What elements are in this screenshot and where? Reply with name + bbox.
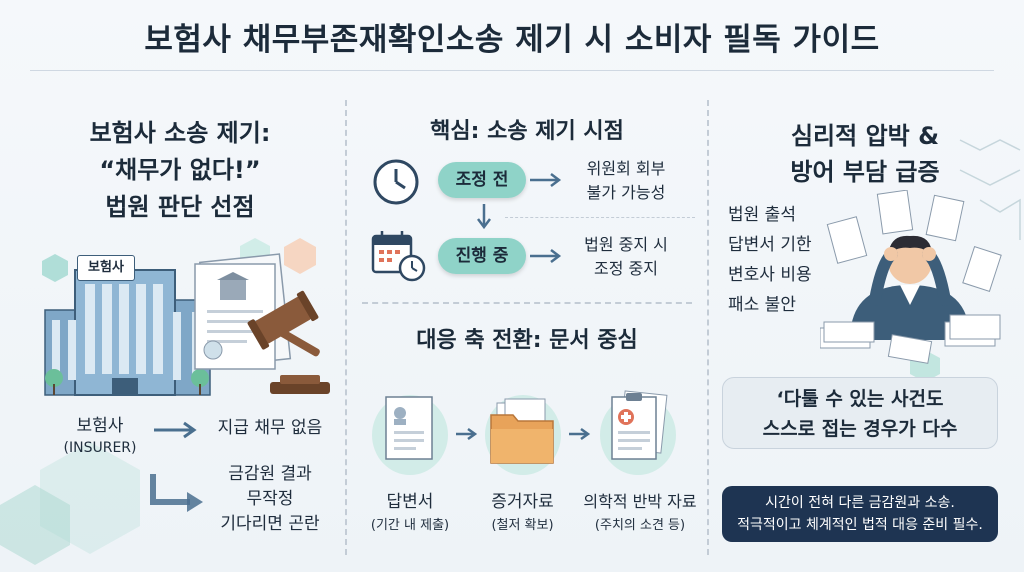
clock-icon [373, 159, 419, 205]
doc-medical-sub: (주치의 소견 등) [594, 518, 686, 533]
calendar-clock-icon [371, 231, 426, 282]
doc-evidence-name: 증거자료 [491, 492, 554, 512]
advice-line-1: 시간이 전혀 다른 금감원과 소송. [765, 495, 955, 511]
right-heading: 심리적 압박 & 방어 부담 급증 [715, 118, 1015, 190]
quote-line-1: ‘다툴 수 있는 사건도 [776, 388, 944, 410]
warning-line-3: 기다리면 곤란 [220, 514, 320, 534]
title-divider [30, 70, 994, 71]
doc-answer-sub: (기간 내 제출) [370, 518, 450, 533]
doc-medical-name: 의학적 반박 자료 [583, 492, 697, 511]
doc-answer-name: 답변서 [386, 492, 434, 512]
column-divider-left [345, 100, 347, 555]
insurer-label: 보험사 [76, 416, 124, 436]
arrow-right-icon [530, 249, 562, 263]
bent-arrow-icon [150, 474, 203, 512]
building-sign: 보험사 [77, 255, 135, 281]
left-heading-line-2: “채무가 없다!” [99, 156, 261, 184]
docs-heading: 대응 축 전환: 문서 중심 [416, 328, 638, 353]
left-heading-line-3: 법원 판단 선점 [105, 193, 255, 221]
pressure-item: 법원 출석 [728, 205, 796, 225]
pressure-item: 변호사 비용 [728, 265, 812, 285]
lawsuit-document-gavel-icon [194, 253, 330, 394]
arrow-right-icon [154, 421, 197, 439]
before-result-line-2: 불가 가능성 [586, 183, 666, 202]
stressed-person-icon [820, 190, 1002, 364]
doc-evidence-sub: (철저 확보) [491, 518, 554, 533]
arrow-right-icon [456, 427, 478, 441]
medical-document-icon [600, 390, 676, 475]
advice-box: 시간이 전혀 다른 금감원과 소송. 적극적이고 체계적인 법적 대응 준비 필… [722, 486, 998, 542]
answer-document-icon [372, 395, 448, 475]
no-debt-label: 지급 채무 없음 [217, 418, 323, 438]
arrow-right-icon [530, 173, 562, 187]
before-mediation-pill: 조정 전 [438, 162, 526, 198]
warning-line-2: 무작정 [246, 489, 294, 509]
before-result: 위원회 회부 불가 가능성 [566, 157, 686, 205]
page-title: 보험사 채무부존재확인소송 제기 시 소비자 필독 가이드 [144, 22, 880, 58]
pressure-list: 법원 출석 답변서 기한 변호사 비용 패소 불안 [728, 200, 848, 320]
evidence-folder-icon [485, 395, 561, 475]
right-heading-line-2: 방어 부담 급증 [790, 158, 940, 186]
arrow-down-icon [477, 204, 491, 230]
arrow-right-icon [569, 427, 591, 441]
pressure-item: 답변서 기한 [728, 235, 812, 255]
before-result-line-1: 위원회 회부 [586, 159, 666, 178]
quote-line-2: 스스로 접는 경우가 다수 [762, 418, 958, 440]
pressure-item: 패소 불안 [728, 295, 796, 315]
quote-box: ‘다툴 수 있는 사건도 스스로 접는 경우가 다수 [722, 377, 998, 449]
right-heading-line-1: 심리적 압박 & [790, 122, 940, 150]
during-result-line-2: 조정 중지 [594, 259, 658, 278]
warning-line-1: 금감원 결과 [228, 464, 312, 484]
during-result: 법원 중지 시 조정 중지 [566, 233, 686, 281]
timing-divider [505, 217, 695, 218]
column-divider-right [707, 100, 709, 555]
middle-section-divider [362, 302, 692, 304]
warning-text: 금감원 결과 무작정 기다리면 곤란 [200, 462, 340, 537]
left-heading: 보험사 소송 제기: “채무가 없다!” 법원 판단 선점 [30, 115, 330, 226]
during-mediation-pill: 진행 중 [438, 238, 526, 274]
advice-line-2: 적극적이고 체계적인 법적 대응 준비 필수. [737, 517, 983, 533]
insurer-building-icon [44, 269, 211, 396]
left-heading-line-1: 보험사 소송 제기: [89, 119, 271, 147]
insurer-en-label: (INSURER) [63, 440, 137, 456]
during-result-line-1: 법원 중지 시 [584, 235, 668, 254]
timing-heading: 핵심: 소송 제기 시점 [430, 119, 624, 144]
